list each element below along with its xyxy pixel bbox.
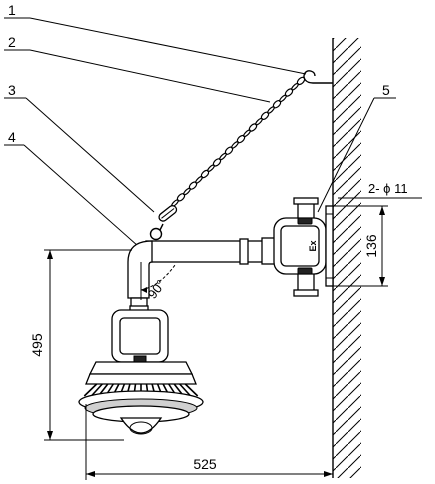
dimension-525-label: 525	[193, 456, 217, 472]
chain-link	[260, 111, 270, 120]
chain-link	[296, 76, 306, 86]
ex-mark: Ex	[308, 240, 318, 251]
dimension-495-label: 495	[29, 333, 45, 357]
chain-link	[224, 146, 234, 155]
chain-link	[176, 193, 186, 202]
callout-2: 2	[8, 34, 16, 50]
cooling-fin	[179, 383, 192, 397]
wall	[332, 38, 361, 478]
hole-spec-label: 2- ϕ 11	[368, 181, 408, 196]
dimension-total-height: 495	[29, 249, 132, 441]
callout-leaders	[4, 17, 422, 247]
pipe-arm	[127, 238, 267, 309]
chain-link	[248, 123, 258, 132]
cooling-fin	[83, 383, 98, 397]
chain-link	[236, 134, 246, 144]
dimension-bracket-height: 136	[333, 205, 388, 287]
wall-hook	[303, 70, 333, 84]
cooling-fin	[184, 383, 199, 397]
callout-3: 3	[8, 82, 16, 98]
chain-link	[200, 169, 210, 179]
chain-link	[284, 88, 294, 97]
chain-link	[188, 181, 198, 190]
callout-1: 1	[8, 2, 16, 18]
dimension-total-width: 525	[85, 404, 333, 480]
suspension-chain	[171, 76, 306, 207]
callout-4: 4	[8, 129, 16, 145]
cooling-fin	[90, 383, 103, 397]
chain-link	[272, 100, 282, 109]
luminaire	[78, 305, 204, 435]
turnbuckle	[149, 205, 178, 241]
dimension-136-label: 136	[363, 234, 379, 258]
junction-box: Ex	[261, 197, 327, 297]
callout-5: 5	[382, 82, 390, 98]
chain-link	[212, 158, 222, 167]
wall-bracket	[325, 205, 334, 287]
